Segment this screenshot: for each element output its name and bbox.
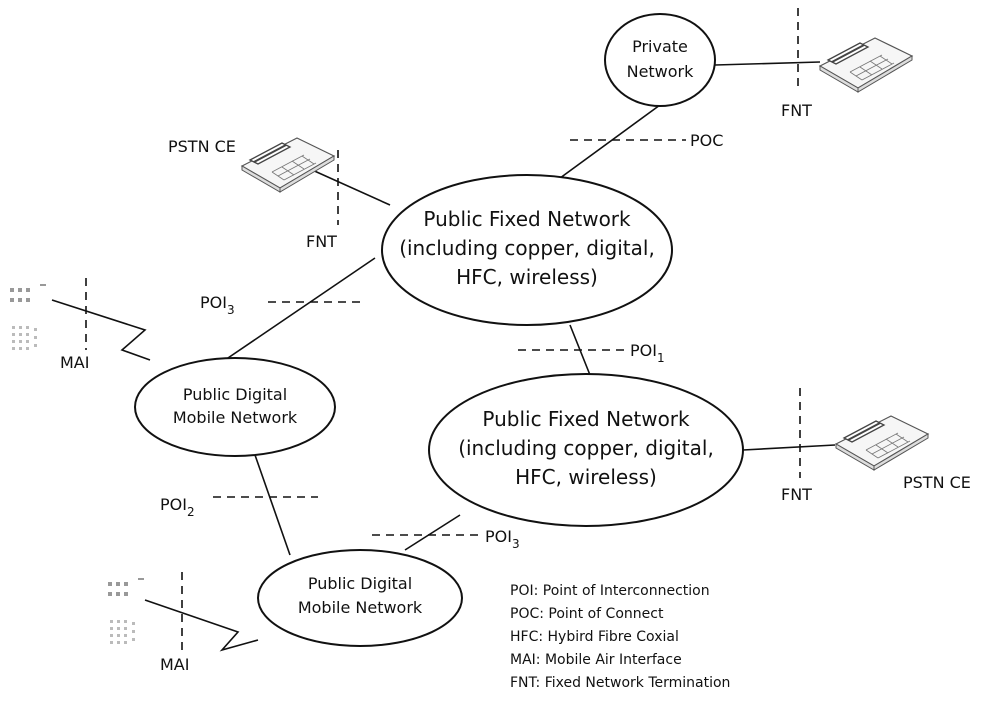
node-private-network bbox=[604, 13, 716, 107]
mobile-handset-icon bbox=[10, 284, 46, 350]
pstn-ce-label-top: PSTN CE bbox=[168, 137, 236, 156]
node-public-fixed-network-bottom bbox=[428, 373, 744, 527]
mai-label-top: MAI bbox=[60, 353, 89, 372]
telephone-icon bbox=[835, 415, 929, 471]
node-public-digital-mobile-network-bottom bbox=[257, 549, 463, 647]
legend-item: HFC: Hybird Fibre Coxial bbox=[510, 629, 679, 645]
link-mai-top-zigzag bbox=[51, 299, 151, 361]
link-fixed-bottom-mobile-bottom bbox=[404, 514, 461, 551]
node-fixed-bottom-label-line2: (including copper, digital, bbox=[458, 436, 714, 460]
legend-item: FNT: Fixed Network Termination bbox=[510, 675, 730, 691]
poi1-label: POI1 bbox=[630, 341, 665, 365]
node-public-digital-mobile-network-top bbox=[134, 357, 336, 457]
fnt-label-top: FNT bbox=[306, 232, 337, 251]
legend: POI: Point of Interconnection POC: Point… bbox=[510, 583, 730, 691]
node-fixed-bottom-label-line3: HFC, wireless) bbox=[515, 465, 657, 489]
node-private-label-line2: Network bbox=[627, 62, 695, 81]
node-fixed-top-label-line2: (including copper, digital, bbox=[399, 236, 655, 260]
legend-item: MAI: Mobile Air Interface bbox=[510, 652, 682, 668]
pstn-ce-label-bottom: PSTN CE bbox=[903, 473, 971, 492]
fnt-label-bottom: FNT bbox=[781, 485, 812, 504]
poc-label: POC bbox=[690, 131, 723, 150]
mobile-handset-icon bbox=[108, 578, 144, 644]
node-fixed-bottom-label-line1: Public Fixed Network bbox=[482, 407, 690, 431]
link-mai-bottom-zigzag bbox=[144, 599, 259, 652]
poi3-label-top: POI3 bbox=[200, 293, 235, 317]
link-fixed-bottom-phone bbox=[742, 444, 836, 451]
legend-item: POC: Point of Connect bbox=[510, 606, 664, 622]
node-mobile-top-label-line2: Mobile Network bbox=[173, 408, 298, 427]
mai-label-bottom: MAI bbox=[160, 655, 189, 674]
node-mobile-top-label-line1: Public Digital bbox=[183, 385, 287, 404]
node-public-fixed-network-top bbox=[381, 174, 673, 326]
node-mobile-bottom-label-line2: Mobile Network bbox=[298, 598, 423, 617]
telephone-icon bbox=[241, 137, 335, 193]
node-mobile-bottom-label-line1: Public Digital bbox=[308, 574, 412, 593]
telephone-icon bbox=[819, 37, 913, 93]
fnt-label-private: FNT bbox=[781, 101, 812, 120]
node-private-label-line1: Private bbox=[632, 37, 688, 56]
link-private-phone bbox=[714, 61, 821, 66]
node-fixed-top-label-line3: HFC, wireless) bbox=[456, 265, 598, 289]
poi2-label: POI2 bbox=[160, 495, 195, 519]
poi3-label-bottom: POI3 bbox=[485, 527, 520, 551]
legend-item: POI: Point of Interconnection bbox=[510, 583, 710, 599]
link-mobile-top-mobile-bottom bbox=[254, 454, 291, 556]
link-fixed-top-mobile-top bbox=[224, 257, 376, 361]
node-fixed-top-label-line1: Public Fixed Network bbox=[423, 207, 631, 231]
